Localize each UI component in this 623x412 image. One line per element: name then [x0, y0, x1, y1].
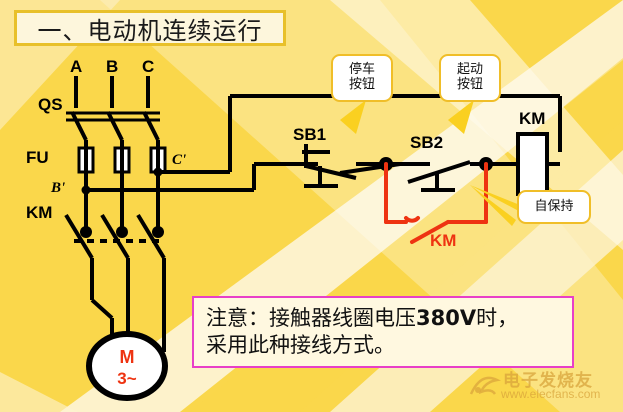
motor-symbol [86, 331, 168, 401]
callout-start-line2: 按钮 [456, 77, 483, 92]
km-self-hold-label: KM [430, 231, 457, 250]
km-main-contacts [64, 213, 166, 260]
note-line1-pre: 注意：接触器线圈电压 [206, 306, 416, 331]
km-main-label: KM [26, 203, 53, 222]
km-coil-label: KM [519, 109, 546, 128]
self-hold-contact-cup [404, 216, 420, 223]
sb1-blade [305, 164, 357, 180]
phase-c-label: C [142, 57, 155, 76]
km-contact-b-dot [116, 226, 128, 238]
stop-button-pointer [340, 100, 366, 134]
qs-label: QS [38, 95, 63, 114]
qs-blade-c [142, 111, 160, 141]
self-hold-blade [410, 220, 450, 244]
node-b-prime-label: B' [51, 180, 66, 196]
km-blade-c [136, 213, 166, 260]
note-line-2: 采用此种接线方式。 [206, 333, 395, 357]
sb1-label: SB1 [293, 125, 327, 144]
callout-self-hold: 自保持 [517, 190, 591, 224]
km-contact-c-dot [152, 226, 164, 238]
callout-start-button: 起动 按钮 [439, 54, 501, 102]
note-line-1: 注意：接触器线圈电压380V时， [206, 305, 572, 332]
km-blade-b [100, 213, 130, 260]
note-line1-post: 时， [476, 306, 519, 331]
slide-title-box: 一、电动机连续运行 [14, 10, 286, 46]
node-c-prime-label: C' [172, 152, 187, 168]
note-box: 注意：接触器线圈电压380V时， 采用此种接线方式。 [192, 296, 574, 368]
self-hold-pointer-a [470, 185, 530, 216]
node-b-prime-dot [81, 185, 91, 195]
motor-symbol-letter: M [119, 347, 135, 367]
km-coil-symbol [516, 132, 549, 196]
phase-a-label: A [70, 57, 83, 76]
phase-b-label: B [106, 57, 119, 76]
callout-pointers [340, 100, 530, 226]
km-blade-a [64, 213, 94, 260]
self-hold-pointer-b [470, 185, 516, 226]
fu-label: FU [26, 148, 49, 167]
sb2-label: SB2 [410, 133, 444, 152]
note-voltage-value: 380V [416, 306, 477, 331]
qs-blade-b [106, 111, 124, 141]
node-c-prime-dot [153, 167, 163, 177]
qs-blade-a [70, 111, 88, 141]
start-button-pointer [448, 100, 474, 134]
callout-start-line1: 起动 [456, 62, 483, 78]
motor-lead-a-bend [90, 298, 114, 320]
callout-stop-line2: 按钮 [348, 77, 375, 92]
callout-stop-button: 停车 按钮 [331, 54, 393, 102]
km-contact-a-dot [80, 226, 92, 238]
callout-selfhold-line1: 自保持 [534, 198, 574, 214]
motor-phase-label: 3~ [117, 369, 137, 388]
km-self-hold-contact [384, 162, 488, 244]
callout-stop-line1: 停车 [348, 62, 375, 78]
page-title: 一、电动机连续运行 [37, 16, 263, 45]
